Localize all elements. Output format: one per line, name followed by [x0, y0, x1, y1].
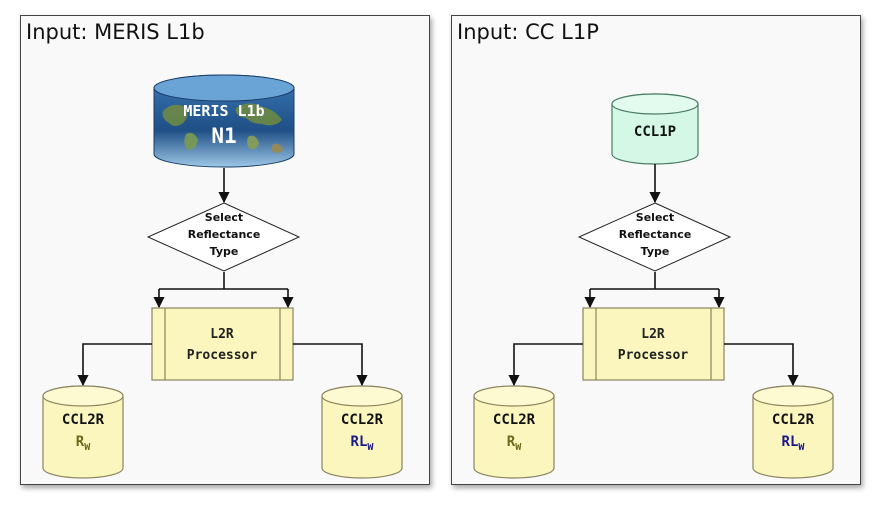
processor-line1: L2R — [210, 327, 234, 342]
decision-line2: Reflectance — [619, 228, 692, 241]
output-cylinder-rlw: CCL2R RLW — [752, 385, 834, 479]
output-name: CCL2R — [772, 412, 815, 428]
output-name: CCL2R — [493, 412, 536, 428]
output-cylinder-rlw: CCL2R RLW — [321, 385, 403, 479]
input-cylinder-meris: MERIS L1b N1 — [153, 74, 295, 168]
input-label: CCL1P — [634, 124, 676, 140]
output-name: CCL2R — [62, 412, 105, 428]
flow-diagram: MERIS L1b N1 Select Reflectance Type L2R… — [42, 74, 403, 479]
arrows-decision-to-processor — [584, 272, 725, 309]
output-name: CCL2R — [341, 412, 384, 428]
panel-title: Input: MERIS L1b — [26, 20, 205, 44]
decision-line3: Type — [210, 245, 239, 258]
output-symbol: RLW — [351, 434, 375, 453]
panel-title: Input: CC L1P — [457, 20, 599, 44]
panel-cc: Input: CC L1P CCL1P Select Reflectance T… — [451, 15, 861, 485]
arrows-processor-to-outputs — [77, 343, 368, 387]
arrows-decision-to-processor — [153, 272, 294, 309]
processor-box: L2R Processor — [582, 307, 725, 381]
panel-meris: Input: MERIS L1b MERIS L1b N1 — [20, 15, 430, 485]
input-label-line1: MERIS L1b — [183, 102, 264, 120]
arrows-processor-to-outputs — [508, 343, 799, 387]
decision-line2: Reflectance — [188, 228, 261, 241]
output-symbol: RW — [507, 434, 522, 453]
decision-line1: Select — [205, 211, 243, 224]
input-label-line2: N1 — [211, 124, 236, 148]
decision-line1: Select — [636, 211, 674, 224]
processor-line1: L2R — [641, 327, 665, 342]
decision-diamond: Select Reflectance Type — [577, 202, 732, 272]
input-cylinder-ccl1p: CCL1P — [611, 93, 699, 165]
output-symbol: RLW — [782, 434, 806, 453]
processor-line2: Processor — [187, 348, 258, 363]
decision-diamond: Select Reflectance Type — [146, 202, 301, 272]
flow-diagram: CCL1P Select Reflectance Type L2R Proces… — [473, 93, 834, 479]
processor-box: L2R Processor — [151, 307, 294, 381]
decision-line3: Type — [641, 245, 670, 258]
processor-line2: Processor — [618, 348, 689, 363]
output-cylinder-rw: CCL2R RW — [473, 385, 555, 479]
output-symbol: RW — [76, 434, 91, 453]
output-cylinder-rw: CCL2R RW — [42, 385, 124, 479]
